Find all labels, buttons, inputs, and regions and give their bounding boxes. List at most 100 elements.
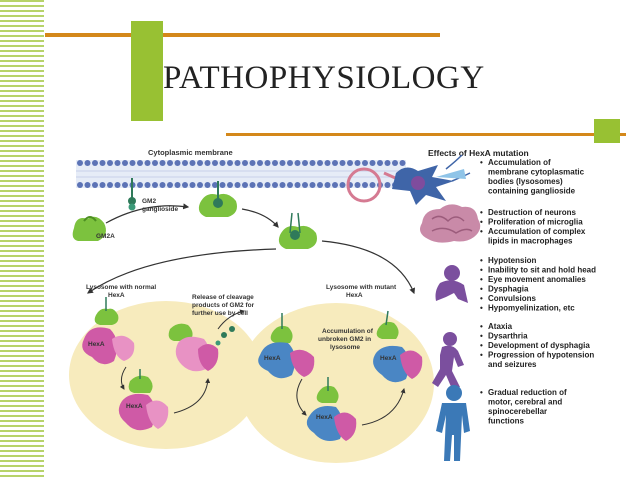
membrane-lipid-head bbox=[324, 182, 331, 188]
membrane-lipid-head bbox=[122, 182, 128, 188]
membrane-lipid-head bbox=[107, 182, 113, 188]
effect-line: Dysphagia bbox=[488, 285, 529, 294]
effect-bullet: • bbox=[480, 275, 483, 284]
membrane-lipid-head bbox=[137, 160, 143, 166]
pathophysiology-figure: Cytoplasmic membrane GM2 ganglioside GM2… bbox=[66, 143, 630, 470]
membrane-lipid-head bbox=[272, 160, 278, 166]
membrane-lipid-head bbox=[167, 160, 173, 166]
membrane-lipid-head bbox=[114, 182, 121, 188]
effect-bullet: • bbox=[480, 227, 483, 236]
membrane-lipid-head bbox=[122, 160, 128, 166]
striped-left-border bbox=[0, 0, 44, 479]
membrane-lipid-head bbox=[197, 160, 203, 166]
release-label-1: Release of cleavage bbox=[192, 294, 254, 301]
membrane-lipid-head bbox=[242, 160, 248, 166]
membrane-lipid-head bbox=[197, 182, 203, 188]
accumulation-label-2: unbroken GM2 in bbox=[318, 336, 371, 343]
adult-figure-icon bbox=[436, 385, 470, 461]
membrane-lipid-head bbox=[137, 182, 143, 188]
release-label-3: further use by cell bbox=[192, 310, 248, 317]
effect-line: motor, cerebral and bbox=[488, 398, 562, 407]
membrane-lipid-head bbox=[287, 182, 293, 188]
effect-line: Inability to sit and hold head bbox=[488, 266, 596, 275]
membrane-lipid-head bbox=[129, 160, 136, 166]
membrane-lipid-head bbox=[324, 160, 331, 166]
membrane-lipid-head bbox=[189, 182, 196, 188]
complex-transport-icon bbox=[278, 212, 317, 249]
child-running-icon bbox=[432, 332, 464, 389]
effect-bullet: • bbox=[480, 294, 483, 303]
top-green-block bbox=[131, 21, 163, 121]
effects-title: Effects of HexA mutation bbox=[428, 148, 529, 158]
membrane-lipid-head bbox=[99, 182, 106, 188]
membrane-lipid-head bbox=[332, 182, 338, 188]
effect-bullet: • bbox=[480, 304, 483, 313]
effect-line: Proliferation of microglia bbox=[488, 218, 583, 227]
effect-line: containing ganglioside bbox=[488, 187, 576, 196]
membrane-lipid-head bbox=[249, 160, 256, 166]
effect-line: Hypotension bbox=[488, 256, 537, 265]
membrane-lipid-head bbox=[212, 182, 218, 188]
effect-line: Destruction of neurons bbox=[488, 208, 577, 217]
release-label-2: products of GM2 for bbox=[192, 302, 255, 309]
neuron-icon bbox=[436, 169, 466, 179]
membrane-lipid-head bbox=[272, 182, 278, 188]
membrane-lipid-head bbox=[77, 160, 83, 166]
gm2a-gm2-complex-icon bbox=[198, 181, 237, 217]
effect-bullet: • bbox=[480, 208, 483, 217]
membrane-lipid-head bbox=[257, 160, 263, 166]
membrane-lipid-head bbox=[347, 160, 353, 166]
membrane-lipid-head bbox=[204, 182, 211, 188]
membrane-lipid-head bbox=[174, 160, 181, 166]
effect-bullet: • bbox=[480, 322, 483, 331]
membrane-lipid-head bbox=[362, 182, 368, 188]
effect-bullet: • bbox=[480, 388, 483, 397]
lyso-normal-label-1: Lysosome with normal bbox=[86, 284, 156, 291]
membrane-lipid-head bbox=[332, 160, 338, 166]
membrane-lipid-head bbox=[114, 160, 121, 166]
membrane-lipid-head bbox=[182, 160, 188, 166]
membrane-lipid-head bbox=[242, 182, 248, 188]
membrane-lipid-head bbox=[92, 160, 98, 166]
normal-hexa-enzyme-3 bbox=[118, 369, 169, 431]
lyso-normal-label-2: HexA bbox=[108, 292, 125, 299]
effect-line: and seizures bbox=[488, 360, 537, 369]
lyso-mutant-label-2: HexA bbox=[346, 292, 363, 299]
effect-bullet: • bbox=[480, 158, 483, 167]
membrane-lipid-head bbox=[279, 182, 286, 188]
effect-line: spinocerebellar bbox=[488, 407, 547, 416]
membrane-lipid-head bbox=[287, 160, 293, 166]
membrane-lipid-head bbox=[369, 160, 376, 166]
mutant-hexa-enzyme-3 bbox=[306, 377, 357, 441]
membrane-lipid-head bbox=[302, 160, 308, 166]
membrane-lipid-head bbox=[317, 160, 323, 166]
membrane-lipid-head bbox=[309, 182, 316, 188]
top-accent-bar bbox=[45, 33, 440, 37]
normal-hexa-enzyme-1 bbox=[82, 297, 135, 365]
effect-bullet: • bbox=[480, 256, 483, 265]
membrane-lipid-head bbox=[84, 182, 91, 188]
membrane-lipid-head bbox=[152, 160, 158, 166]
membrane-lipid-head bbox=[384, 160, 391, 166]
bottom-accent-bar bbox=[226, 133, 626, 136]
membrane-lipid-head bbox=[159, 160, 166, 166]
membrane-lipid-head bbox=[182, 182, 188, 188]
effect-bullet: • bbox=[480, 351, 483, 360]
membrane-lipid-head bbox=[167, 182, 173, 188]
membrane-label: Cytoplasmic membrane bbox=[148, 148, 233, 157]
gm2a-protein-icon bbox=[72, 216, 106, 241]
membrane-lipid-head bbox=[144, 182, 151, 188]
membrane-lipid-head bbox=[354, 160, 361, 166]
hexa-tag-3: HexA bbox=[264, 355, 281, 362]
effect-line: bodies (lysosomes) bbox=[488, 177, 563, 186]
gm2-label: GM2 bbox=[142, 198, 156, 205]
lyso-mutant-label-1: Lysosome with mutant bbox=[326, 284, 397, 291]
membrane-lipid-head bbox=[144, 160, 151, 166]
membrane-lipid-head bbox=[377, 160, 383, 166]
membrane-lipid-head bbox=[92, 182, 98, 188]
effect-line: lipids in macrophages bbox=[488, 237, 573, 246]
slide-title: PATHOPHYSIOLOGY bbox=[163, 60, 485, 96]
membrane-lipid-head bbox=[212, 160, 218, 166]
ganglioside-label: ganglioside bbox=[142, 206, 179, 213]
membrane-lipid-head bbox=[302, 182, 308, 188]
